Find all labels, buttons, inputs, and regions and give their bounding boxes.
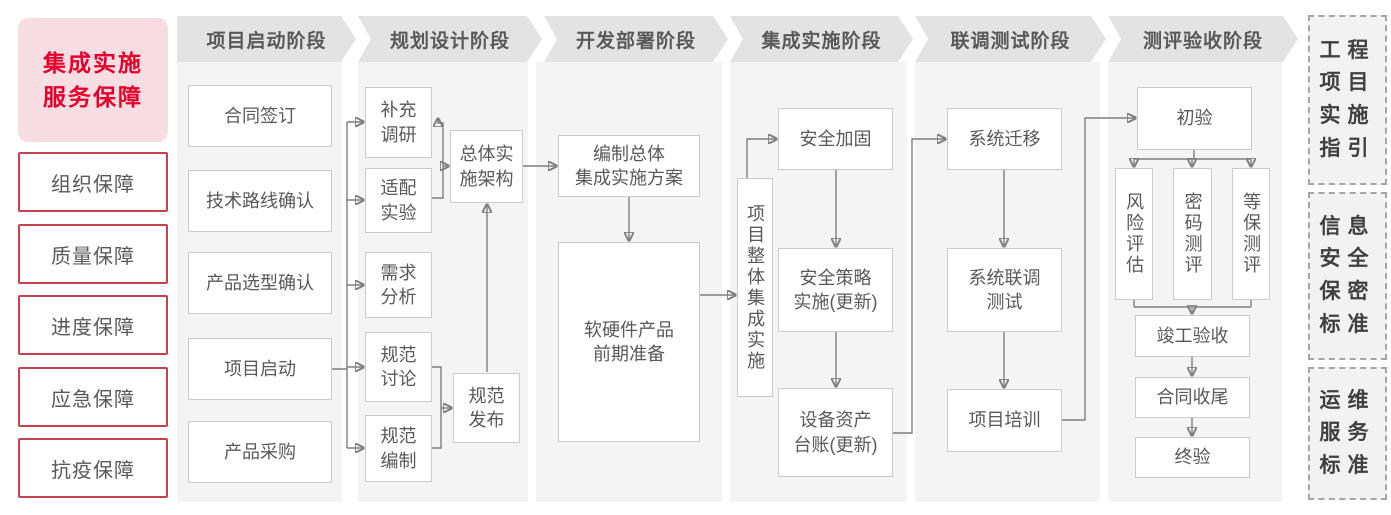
node-asset-ledger-update: 设备资产 台账(更新) [778,388,893,477]
node-security-policy-update: 安全策略 实施(更新) [778,248,893,332]
node-final-acceptance: 终验 [1135,437,1250,478]
node-contract-signing: 合同签订 [188,85,332,147]
phase-header-project-kickoff: 项目启动阶段 [177,16,356,62]
phase-header-planning-design: 规划设计阶段 [358,16,542,62]
node-crypto-evaluation: 密码测评 [1173,168,1212,300]
node-spec-drafting: 规范 编制 [365,415,432,482]
rail-item-schedule-guarantee: 进度保障 [18,295,168,355]
node-overall-project-integration: 项目整体集成实施 [737,178,773,397]
node-product-selection-confirm: 产品选型确认 [188,252,332,314]
standard-project-implementation-guide: 工程 项目 实施 指引 [1308,15,1387,185]
node-hw-sw-preparation: 软硬件产品 前期准备 [558,242,700,442]
rail-item-emergency-guarantee: 应急保障 [18,367,168,427]
node-security-hardening: 安全加固 [778,108,893,170]
node-contract-closure: 合同收尾 [1135,377,1250,418]
node-initial-acceptance: 初验 [1137,87,1252,150]
node-mlps-evaluation: 等保测评 [1232,168,1270,300]
node-project-kickoff: 项目启动 [188,338,332,400]
node-completion-acceptance: 竣工验收 [1135,315,1250,357]
phase-header-joint-testing: 联调测试阶段 [915,16,1106,62]
rail-item-quality-guarantee: 质量保障 [18,224,168,284]
node-overall-integration-plan: 编制总体 集成实施方案 [558,135,700,197]
node-spec-release: 规范 发布 [453,373,520,443]
node-adaptation-test: 适配 实验 [365,168,432,233]
node-tech-route-confirm: 技术路线确认 [188,170,332,232]
node-system-joint-debugging: 系统联调 测试 [947,248,1062,332]
node-requirement-analysis: 需求 分析 [365,252,432,318]
diagram-title-card: 集成实施 服务保障 [18,18,168,142]
rail-item-epidemic-guarantee: 抗疫保障 [18,438,168,498]
phase-header-dev-deployment: 开发部署阶段 [544,16,728,62]
node-system-migration: 系统迁移 [947,108,1062,170]
rail-item-organization-guarantee: 组织保障 [18,152,168,212]
node-supplementary-research: 补充 调研 [365,87,432,158]
node-overall-implementation-architecture: 总体实 施架构 [450,130,523,203]
node-spec-discussion: 规范 讨论 [365,332,432,402]
node-product-procurement: 产品采购 [188,421,332,483]
standard-ops-service: 运维 服务 标准 [1308,367,1387,500]
phase-header-evaluation-acceptance: 测评验收阶段 [1108,16,1298,62]
phase-header-integration-implementation: 集成实施阶段 [730,16,913,62]
node-project-training: 项目培训 [947,389,1062,452]
standard-info-security-confidentiality: 信息 安全 保密 标准 [1308,192,1387,360]
node-risk-assessment: 风险评估 [1115,168,1153,300]
